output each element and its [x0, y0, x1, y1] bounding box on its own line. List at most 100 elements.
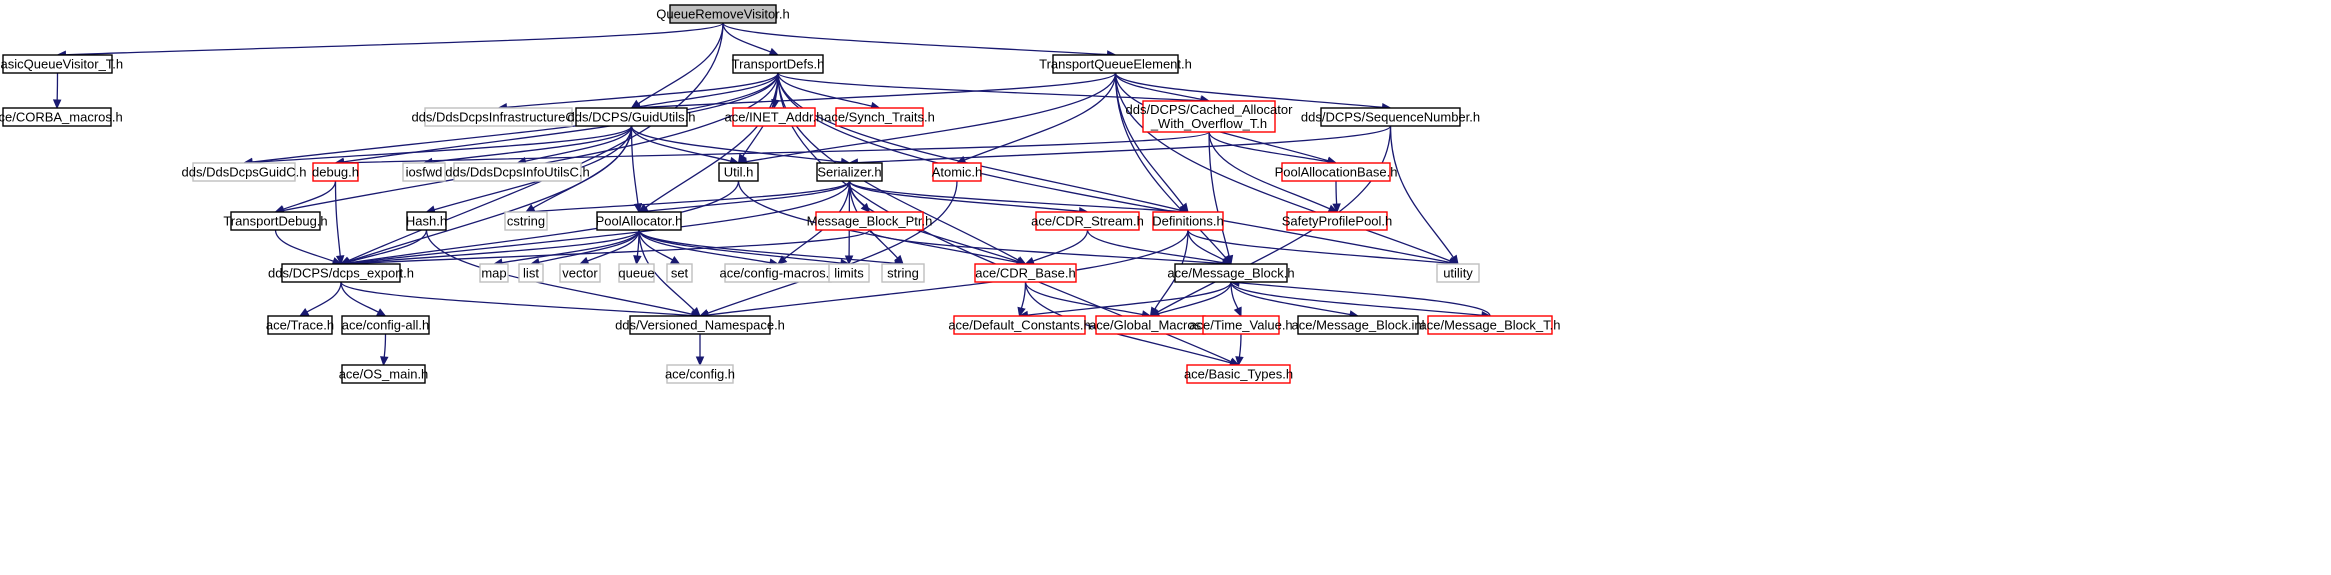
node-hash[interactable]: Hash.h: [406, 211, 447, 231]
node-export[interactable]: dds/DCPS/dcps_export.h: [268, 263, 414, 283]
include-edge-debug-to-export: [334, 180, 341, 257]
include-edge-root-to-tdefs: [722, 22, 771, 53]
node-box-defc: [953, 315, 1086, 335]
include-edge-defs-to-utility: [1187, 229, 1451, 264]
node-debug[interactable]: debug.h: [312, 162, 359, 182]
include-edge-root-to-tqe: [722, 22, 1108, 56]
node-label-gmac: ace/Global_Macros.h: [1089, 318, 1212, 333]
node-label-util: Util.h: [724, 165, 754, 180]
node-trace[interactable]: ace/Trace.h: [266, 315, 334, 335]
node-util[interactable]: Util.h: [718, 162, 759, 182]
node-mbinl[interactable]: ace/Message_Block.inl: [1292, 315, 1425, 335]
node-label-queue: queue: [618, 266, 654, 281]
include-edge-hash-to-vns: [425, 229, 693, 315]
node-label-vns: dds/Versioned_Namespace.h: [615, 318, 785, 333]
node-mbp[interactable]: Message_Block_Ptr.h: [807, 211, 933, 231]
arrowhead-bqv-to-corba: [52, 99, 62, 110]
include-edge-mbt-to-mb: [1238, 282, 1491, 317]
include-edge-tqe-to-seqn: [1114, 72, 1383, 108]
node-aceconf: ace/config.h: [665, 364, 735, 384]
node-cfgall[interactable]: ace/config-all.h: [341, 315, 430, 335]
include-edge-palloc-to-cfgmac: [638, 229, 771, 264]
node-box-mbinl: [1297, 315, 1419, 335]
node-root[interactable]: QueueRemoveVisitor.h: [656, 4, 790, 24]
arrowhead-palloc-to-vector: [578, 256, 590, 265]
node-btypes[interactable]: ace/Basic_Types.h: [1184, 364, 1293, 384]
node-pab[interactable]: PoolAllocationBase.h: [1275, 162, 1398, 182]
node-osmain[interactable]: ace/OS_main.h: [339, 364, 429, 384]
node-label-bqv: BasicQueueVisitor_T.h: [0, 57, 123, 72]
include-edge-ser-to-cstring: [533, 180, 851, 213]
node-tdefs[interactable]: TransportDefs.h: [732, 54, 825, 74]
node-box-queue: [618, 263, 655, 283]
node-inet[interactable]: ace/INET_Addr.h: [725, 107, 824, 127]
node-label-tqe: TransportQueueElement.h: [1039, 57, 1192, 72]
node-box-dinfra: [424, 107, 573, 127]
node-box-guidc: [192, 162, 296, 182]
include-edge-debug-to-tdebug: [282, 180, 337, 210]
node-map: map: [479, 263, 509, 283]
include-edge-root-to-guid: [637, 22, 724, 105]
node-ser[interactable]: Serializer.h: [816, 162, 883, 182]
include-edge-atomic-to-vns: [707, 180, 958, 314]
include-edge-mb-to-defc: [1027, 281, 1232, 316]
node-label-inet: ace/INET_Addr.h: [725, 110, 824, 125]
node-box-string: [881, 263, 925, 283]
node-atomic[interactable]: Atomic.h: [932, 162, 983, 182]
node-vns[interactable]: dds/Versioned_Namespace.h: [615, 315, 785, 335]
node-synch[interactable]: ace/Synch_Traits.h: [824, 107, 935, 127]
node-box-map: [479, 263, 509, 283]
node-seqn[interactable]: dds/DCPS/SequenceNumber.h: [1301, 107, 1480, 127]
node-box-mbt: [1427, 315, 1553, 335]
node-mb[interactable]: ace/Message_Block.h: [1167, 263, 1295, 283]
node-box-atomic: [932, 162, 982, 182]
node-queue: queue: [618, 263, 655, 283]
node-list: list: [518, 263, 544, 283]
include-edge-mb-to-tv: [1230, 281, 1239, 309]
include-edge-palloc-to-vns: [638, 229, 695, 311]
arrowhead-cfgall-to-osmain: [380, 356, 389, 367]
include-edge-defs-to-mb: [1187, 229, 1225, 261]
node-tv[interactable]: ace/Time_Value.h: [1189, 315, 1293, 335]
node-box-cdrs: [1035, 211, 1140, 231]
include-edge-tqe-to-cached: [1114, 72, 1202, 100]
node-sppool[interactable]: SafetyProfilePool.h: [1282, 211, 1393, 231]
node-tdebug[interactable]: TransportDebug.h: [223, 211, 328, 231]
node-cfgmac: ace/config-macros.h: [719, 263, 837, 283]
node-box-bqv: [2, 54, 113, 74]
node-label-set: set: [671, 266, 689, 281]
node-label-corba: ace/CORBA_macros.h: [0, 110, 123, 125]
node-label-dinfra: dds/DdsDcpsInfrastructureC.h: [411, 110, 585, 125]
node-cstring: cstring: [504, 211, 548, 231]
node-cdrs[interactable]: ace/CDR_Stream.h: [1031, 211, 1144, 231]
node-guid[interactable]: dds/DCPS/GuidUtils.h: [568, 107, 696, 127]
node-cdrb[interactable]: ace/CDR_Base.h: [974, 263, 1077, 283]
node-box-pab: [1281, 162, 1391, 182]
node-box-cdrb: [974, 263, 1077, 283]
node-palloc[interactable]: PoolAllocator.h: [596, 211, 683, 231]
node-mbt[interactable]: ace/Message_Block_T.h: [1420, 315, 1561, 335]
node-tqe[interactable]: TransportQueueElement.h: [1039, 54, 1192, 74]
include-edge-seqn-to-utility: [1389, 125, 1454, 258]
include-edge-tqe-to-util: [746, 72, 1117, 163]
arrowhead-export-to-cfgall: [375, 308, 387, 317]
node-label-root: QueueRemoveVisitor.h: [656, 7, 789, 22]
node-box-vector: [559, 263, 601, 283]
node-box-osmain: [341, 364, 426, 384]
include-edge-palloc-to-string: [638, 229, 896, 264]
node-label-synch: ace/Synch_Traits.h: [824, 110, 935, 125]
node-corba[interactable]: ace/CORBA_macros.h: [0, 107, 123, 127]
node-bqv[interactable]: BasicQueueVisitor_T.h: [0, 54, 123, 74]
node-box-trace: [267, 315, 333, 335]
node-string: string: [881, 263, 925, 283]
node-box-guid: [575, 107, 688, 127]
node-dinfo: dds/DdsDcpsInfoUtilsC.h: [445, 162, 590, 182]
node-box-tv: [1202, 315, 1280, 335]
node-box-hash: [406, 211, 447, 231]
node-cached[interactable]: dds/DCPS/Cached_Allocator_With_Overflow_…: [1126, 100, 1294, 133]
include-edge-guid-to-ser: [630, 125, 842, 163]
node-box-corba: [2, 107, 112, 127]
node-defc[interactable]: ace/Default_Constants.h: [948, 315, 1091, 335]
node-defs[interactable]: Definitions.h: [1152, 211, 1224, 231]
